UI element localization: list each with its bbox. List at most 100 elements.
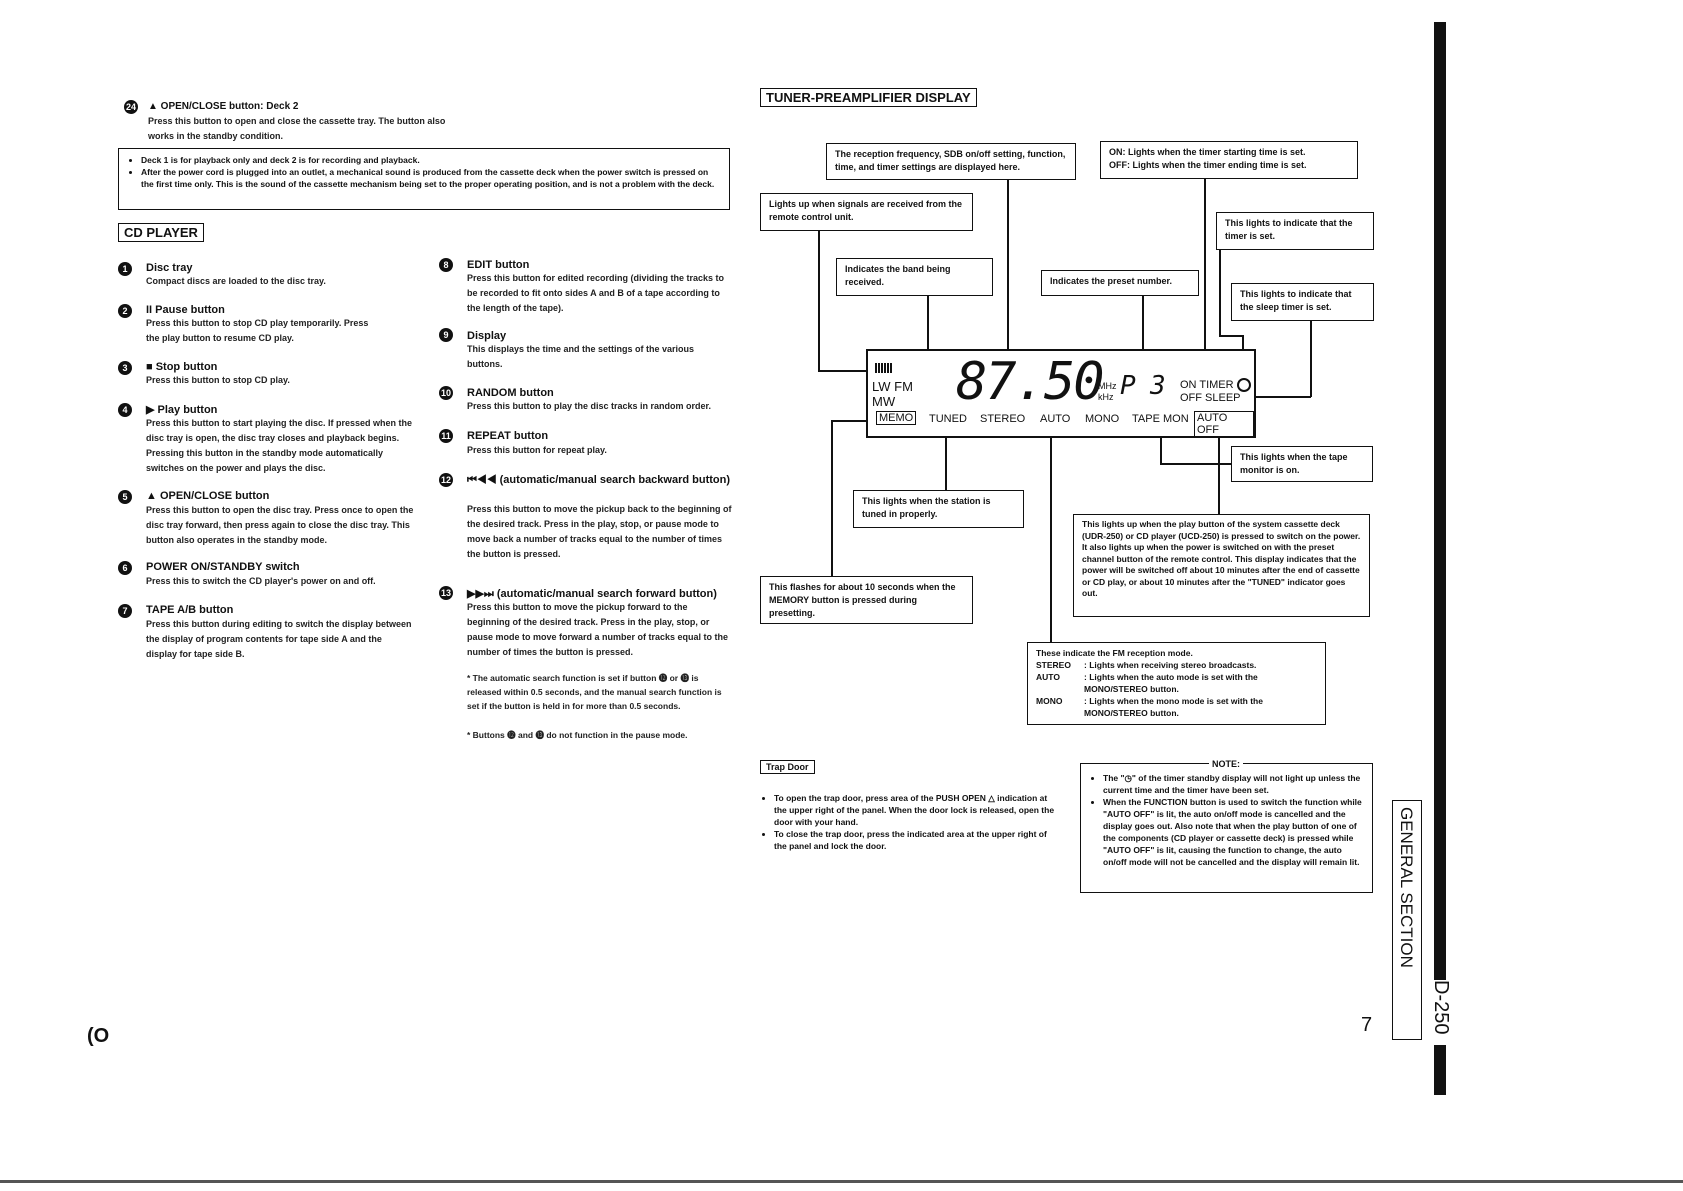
fm-mode-row-auto: AUTO : Lights when the auto mode is set … (1036, 671, 1317, 695)
page-number: 7 (1361, 1014, 1373, 1036)
memo-indicator: MEMO (876, 411, 917, 425)
fm-mode-key: MONO (1036, 696, 1063, 706)
footnote-search-timing: * The automatic search function is set i… (467, 673, 722, 711)
fm-mode-intro: These indicate the FM reception mode. (1036, 648, 1193, 658)
item-number-6: 6 (118, 561, 132, 575)
general-section-label: GENERAL SECTION (1397, 807, 1416, 968)
tuned-indicator: TUNED (929, 413, 967, 425)
band-lw-fm: LW FM (872, 379, 913, 394)
item-number-11: 11 (439, 429, 453, 443)
item-title-search-back: ⏮◀◀ (automatic/manual search backward bu… (467, 474, 731, 486)
off-sleep-label: OFF SLEEP (1180, 392, 1241, 404)
left-margin-mark: (O (87, 1025, 110, 1047)
item-number-10: 10 (439, 386, 453, 400)
callout-memory: This flashes for about 10 seconds when t… (760, 576, 973, 624)
note-box: NOTE: The "◷" of the timer standby displ… (1080, 758, 1373, 893)
fm-mode-row-stereo: STEREO : Lights when receiving stereo br… (1036, 659, 1317, 671)
auto-off-indicator: AUTO OFF (1194, 411, 1254, 437)
general-section-tab: GENERAL SECTION (1392, 800, 1422, 1040)
item-title-power: POWER ON/STANDBY switch (146, 561, 300, 573)
leader-remote (818, 231, 820, 371)
item-body-play: Press this button to start playing the d… (146, 418, 413, 473)
item-number-3: 3 (118, 361, 132, 375)
item-number-1: 1 (118, 262, 132, 276)
trap-door-bullet-close: To close the trap door, press the indica… (774, 828, 1060, 852)
footnote-pause-mode: * Buttons ⓬ and ⓭ do not function in the… (467, 730, 688, 740)
trap-door-bullet-open: To open the trap door, press area of the… (774, 792, 1060, 828)
note-bullet-timer: The "◷" of the timer standby display wil… (1103, 772, 1364, 796)
item-body-display: This displays the time and the settings … (467, 344, 695, 369)
side-black-bar-top (1434, 22, 1446, 980)
callout-preset: Indicates the preset number. (1041, 270, 1199, 296)
item-title-open-close: ▲ OPEN/CLOSE button (146, 490, 270, 502)
unit-khz: kHz (1098, 392, 1114, 402)
band-mw: MW (872, 394, 896, 409)
leader-memory (831, 420, 833, 576)
leader-sleep-h (1228, 396, 1311, 398)
item-number-8: 8 (439, 258, 453, 272)
item-number-13: 13 (439, 586, 453, 600)
item-title-search-forward: ▶▶⏭ (automatic/manual search forward but… (467, 588, 717, 600)
item-number-9: 9 (439, 328, 453, 342)
preset-number: 3 (1150, 371, 1166, 401)
callout-sleep: This lights to indicate that the sleep t… (1231, 283, 1374, 321)
item-number-12: 12 (439, 473, 453, 487)
callout-tape-monitor: This lights when the tape monitor is on. (1231, 446, 1373, 482)
item-body-open-close: Press this button to open the disc tray.… (146, 505, 414, 545)
item-title-pause: II Pause button (146, 304, 225, 316)
top-item-body: Press this button to open and close the … (148, 116, 446, 141)
item-title-stop: ■ Stop button (146, 361, 218, 373)
item-number-24: 24 (124, 100, 138, 114)
fm-mode-key: AUTO (1036, 672, 1060, 682)
item-body-pause: Press this button to stop CD play tempor… (146, 318, 369, 343)
item-number-2: 2 (118, 304, 132, 318)
callout-band: Indicates the band being received. (836, 258, 993, 296)
mono-indicator: MONO (1085, 413, 1120, 425)
trap-door-text: To open the trap door, press area of the… (760, 792, 1060, 852)
fm-mode-row-mono: MONO : Lights when the mono mode is set … (1036, 695, 1317, 719)
notes-box-line-1: Deck 1 is for playback only and deck 2 i… (141, 154, 721, 166)
note-bullet-function: When the FUNCTION button is used to swit… (1103, 796, 1364, 868)
leader-preset (1142, 295, 1144, 373)
leader-timer-left (1219, 249, 1221, 335)
leader-tapemon (1160, 428, 1162, 464)
unit-mhz: MHz (1098, 381, 1117, 391)
leader-tapemon-h (1160, 463, 1232, 465)
leader-frequency (1007, 180, 1009, 355)
cd-player-heading: CD PLAYER (118, 223, 204, 242)
leader-memory-h (831, 420, 876, 422)
tape-mon-indicator: TAPE MON (1132, 413, 1189, 425)
notes-box-line-2: After the power cord is plugged into an … (141, 166, 721, 190)
item-number-5: 5 (118, 490, 132, 504)
leader-remote-h (818, 370, 873, 372)
leader-sleep (1310, 321, 1312, 397)
tuner-display-panel: LW FM MW 87.50 MHz kHz P 3 ON TIMER OFF … (866, 349, 1256, 438)
item-title-disc-tray: Disc tray (146, 262, 193, 274)
leader-tuned (945, 428, 947, 490)
leader-autooff (1218, 428, 1220, 514)
item-number-7: 7 (118, 604, 132, 618)
leader-timer-h (1219, 335, 1243, 337)
stereo-indicator: STEREO (980, 413, 1026, 425)
item-title-repeat: REPEAT button (467, 430, 549, 442)
leader-band (927, 296, 929, 384)
item-body-repeat: Press this button for repeat play. (467, 445, 607, 455)
item-body-edit: Press this button for edited recording (… (467, 273, 725, 313)
fm-mode-value: : Lights when the auto mode is set with … (1084, 672, 1258, 694)
note-heading: NOTE: (1209, 758, 1243, 770)
item-body-search-forward: Press this button to move the pickup for… (467, 602, 729, 657)
fm-mode-value: : Lights when the mono mode is set with … (1084, 696, 1263, 718)
on-timer-label: ON TIMER (1180, 379, 1234, 391)
callout-timer-set: This lights to indicate that the timer i… (1216, 212, 1374, 250)
callout-frequency: The reception frequency, SDB on/off sett… (826, 143, 1076, 180)
leader-on-off (1204, 179, 1206, 377)
item-title-random: RANDOM button (467, 387, 554, 399)
trap-door-heading: Trap Door (760, 760, 815, 774)
callout-fm-mode: These indicate the FM reception mode. ST… (1027, 642, 1326, 725)
remote-indicator-icon (875, 363, 893, 373)
tuner-heading: TUNER-PREAMPLIFIER DISPLAY (760, 88, 977, 107)
callout-remote: Lights up when signals are received from… (760, 193, 973, 231)
item-body-stop: Press this button to stop CD play. (146, 375, 290, 385)
item-body-tape-ab: Press this button during editing to swit… (146, 619, 412, 659)
item-title-tape-ab: TAPE A/B button (146, 604, 234, 616)
